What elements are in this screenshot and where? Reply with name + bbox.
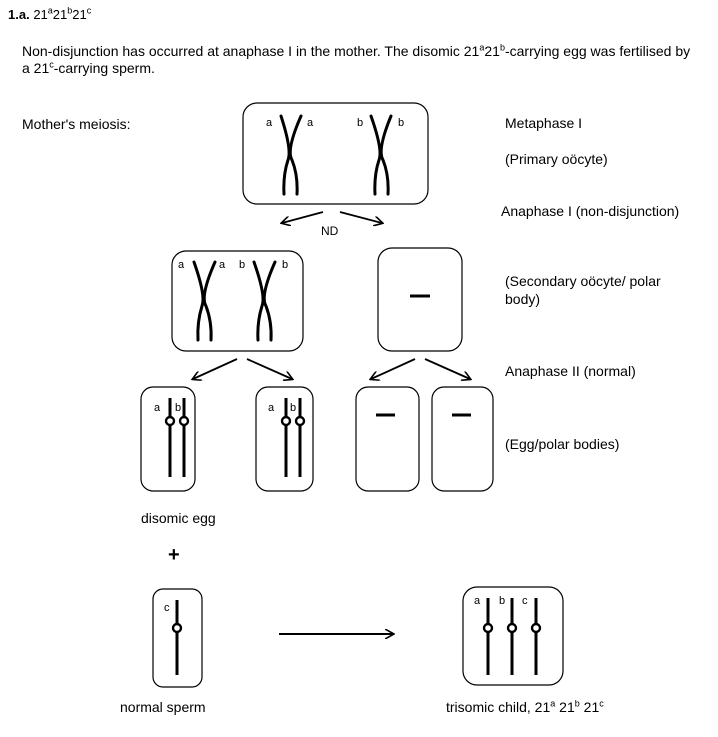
chromatid-a (280, 398, 292, 477)
chromosome-pair-b (369, 114, 393, 196)
mothers-meiosis-label: Mother's meiosis: (22, 116, 131, 132)
trisomic-child-label: trisomic child, 21a 21b 21c (446, 698, 604, 715)
allele-label-a: a (474, 595, 481, 607)
chromatid-b (506, 598, 518, 675)
allele-label-a: a (266, 117, 273, 129)
nd-arrow-left (282, 211, 324, 223)
metaphase-label: Metaphase I (505, 115, 583, 131)
anaphase2-label: Anaphase II (normal) (505, 363, 636, 379)
allele-label-a: a (154, 402, 161, 414)
primary-oocyte-label: (Primary oöcyte) (505, 151, 608, 167)
plus-sign: + (168, 544, 180, 566)
anaphase2-arrow (193, 358, 238, 379)
allele-label-a: a (219, 259, 226, 271)
heading-genotype: 21a21b21c (33, 5, 92, 22)
allele-label-b: b (239, 259, 245, 271)
egg-cell-1 (140, 386, 196, 492)
nd-arrow-right (339, 211, 382, 223)
anaphase2-arrow (246, 358, 292, 379)
section-heading: 1.a. 21a21b21c (8, 6, 91, 24)
chromosome-pair-b (252, 260, 277, 342)
chromosome-pair-a (192, 260, 217, 342)
allele-label-a: a (268, 402, 275, 414)
egg-polar-label: (Egg/polar bodies) (505, 436, 620, 452)
allele-label-b: b (175, 402, 181, 414)
polar-body-cell (377, 247, 463, 352)
child-cell (462, 586, 564, 686)
sperm-cell (152, 588, 203, 688)
allele-label-a: a (307, 117, 314, 129)
chromatid-c (530, 598, 542, 675)
chromatid-b (294, 398, 306, 477)
secondary-oocyte-label: (Secondary oöcyte/ polar body) (505, 273, 661, 307)
chromatid-a (482, 598, 494, 675)
normal-sperm-label: normal sperm (120, 699, 206, 715)
anaphase2-arrow (424, 358, 470, 379)
intro-paragraph: Non-disjunction has occurred at anaphase… (22, 42, 691, 76)
section-number: 1.a. (8, 7, 30, 22)
anaphase1-label: Anaphase I (non-disjunction) (501, 203, 680, 219)
polar-body-cell-2 (355, 386, 420, 492)
allele-label-b: b (357, 117, 363, 129)
secondary-oocyte-cell (171, 250, 304, 352)
anaphase2-arrow (371, 358, 416, 379)
allele-label-b: b (398, 117, 404, 129)
chromosome-pair-a (279, 114, 303, 196)
allele-label-c: c (164, 602, 170, 614)
allele-label-a: a (178, 259, 185, 271)
allele-label-b: b (290, 402, 296, 414)
nd-label: ND (321, 224, 339, 238)
allele-label-b: b (499, 595, 505, 607)
primary-oocyte-cell (242, 102, 429, 205)
chromatid-c (171, 600, 183, 675)
chromatid-a (164, 398, 176, 477)
allele-label-c: c (522, 595, 528, 607)
allele-label-b: b (282, 259, 288, 271)
egg-cell-2 (255, 386, 314, 492)
chromatid-b (178, 398, 190, 477)
polar-body-cell-3 (431, 386, 494, 492)
disomic-egg-label: disomic egg (141, 510, 216, 526)
